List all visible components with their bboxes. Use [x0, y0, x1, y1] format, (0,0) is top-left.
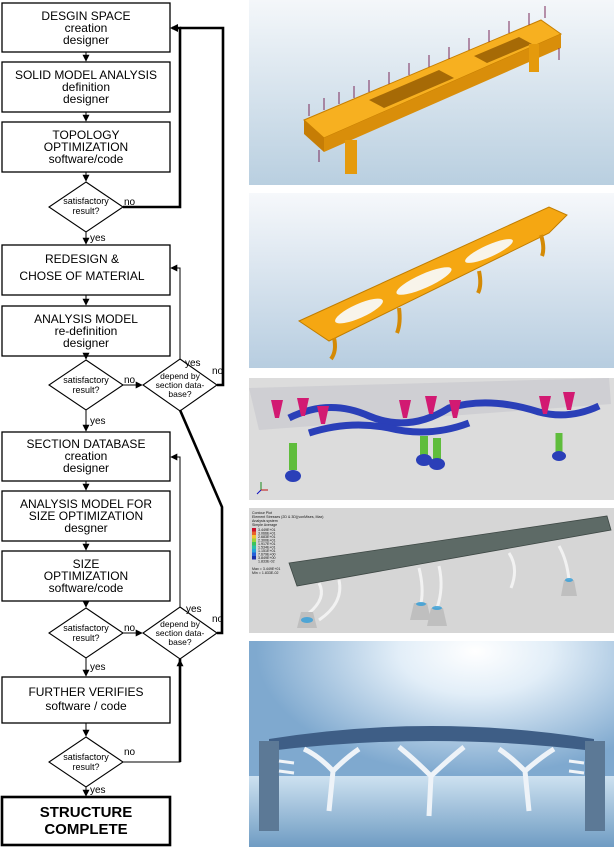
box-analysis-size-opt-l2: SIZE OPTIMIZATION — [29, 509, 143, 523]
edge-no-1: no — [124, 197, 136, 208]
legend-title: Contour Plot — [252, 511, 272, 515]
box-design-space-l3: designer — [63, 33, 109, 47]
legend-v7: 7.679E+00 — [258, 553, 276, 557]
decision-satisfactory-1-l1: satisfactory — [63, 196, 109, 206]
edge-yes-depend-1: yes — [185, 358, 201, 369]
box-analysis-model-l1: ANALYSIS MODEL — [34, 312, 138, 326]
decision-satisfactory-2-l1: satisfactory — [63, 375, 109, 385]
decision-satisfactory-3-l2: result? — [72, 633, 99, 643]
legend-sub1: Element Stresses (2D & 3D)(vonMises, Max… — [252, 515, 324, 519]
box-structure-complete — [0, 795, 172, 847]
edge-no-depend-1: no — [212, 366, 224, 377]
box-solid-model-analysis-l2: definition — [62, 80, 110, 94]
legend-v6: 1.151E+01 — [258, 549, 276, 553]
edge-no-depend-2: no — [212, 614, 224, 625]
decision-satisfactory-4-l1: satisfactory — [63, 752, 109, 762]
box-design-space-l1: DESGIN SPACE — [41, 9, 130, 23]
contour-legend: Contour Plot Element Stresses (2D & 3D)(… — [252, 511, 324, 575]
flowchart: DESGIN SPACE creation designer SOLID MOD… — [0, 2, 225, 847]
box-solid-model-analysis — [1, 61, 171, 113]
edge-yes-2: yes — [90, 416, 106, 427]
box-topology-optimization — [1, 121, 171, 173]
axis-triad-icon — [256, 482, 268, 495]
box-size-optimization — [1, 550, 171, 602]
box-further-verifies-l1: FURTHER VERIFIES — [28, 685, 143, 699]
legend-v5: 1.534E+01 — [258, 546, 276, 550]
legend-sub3: Simple Average — [252, 523, 277, 527]
decision-depend-2-l2: section data- — [156, 628, 205, 638]
legend-sub2: Analysis system — [252, 519, 278, 523]
box-design-space — [1, 2, 171, 53]
decision-satisfactory-3-l1: satisfactory — [63, 623, 109, 633]
magenta-cones — [271, 392, 575, 424]
box-topology-optimization-l1: TOPOLOGY — [52, 128, 119, 142]
legend-max: Max = 3.449E+01 — [252, 567, 280, 571]
legend-v4: 1.917E+01 — [258, 542, 276, 546]
box-design-space-l2: creation — [65, 21, 108, 35]
edge-no-4: no — [124, 747, 136, 758]
panel-rendering — [249, 641, 614, 847]
legend-v3: 2.300E+01 — [258, 539, 276, 543]
box-analysis-size-opt — [1, 490, 171, 542]
box-analysis-size-opt-l3: desgner — [64, 521, 107, 535]
box-redesign — [1, 244, 171, 296]
legend-v8: 3.849E+00 — [258, 556, 276, 560]
box-analysis-model-l2: re-definition — [55, 324, 118, 338]
tree-supports — [285, 433, 566, 482]
box-analysis-model-l3: designer — [63, 336, 109, 350]
grey-roof-slab — [288, 515, 612, 587]
box-analysis-size-opt-l1: ANALYSIS MODEL FOR — [20, 497, 152, 511]
decision-depend-1-l3: base? — [168, 389, 191, 399]
legend-v2: 2.683E+01 — [258, 535, 276, 539]
decision-satisfactory-2-l2: result? — [72, 385, 99, 395]
edge-no-3: no — [124, 623, 136, 634]
box-size-optimization-l3: software/code — [49, 581, 124, 595]
edge-yes-1: yes — [90, 233, 106, 244]
edge-yes-4: yes — [90, 785, 106, 796]
decision-depend-2-l1: depend by — [160, 619, 200, 629]
blue-network — [287, 399, 601, 437]
box-structure-complete-l1: STRUCTURE — [40, 804, 133, 821]
decision-depend-2-l3: base? — [168, 637, 191, 647]
box-structure-complete-l2: COMPLETE — [44, 821, 127, 838]
box-solid-model-analysis-l3: designer — [63, 92, 109, 106]
box-further-verifies-l2: software / code — [45, 699, 127, 713]
box-redesign-l1: REDESIGN & — [45, 252, 119, 266]
edge-yes-3: yes — [90, 662, 106, 673]
box-section-database-l3: designer — [63, 461, 109, 475]
box-redesign-l2: CHOSE OF MATERIAL — [19, 269, 144, 283]
decision-depend-1-l1: depend by — [160, 371, 200, 381]
box-analysis-model — [1, 305, 171, 357]
legend-v1: 3.066E+01 — [258, 532, 276, 536]
panel-topology-result — [249, 193, 614, 368]
panel-design-space — [249, 0, 614, 185]
decision-satisfactory-1-l2: result? — [72, 206, 99, 216]
legend-min: Min = 1.833E-02 — [252, 571, 278, 575]
box-section-database-l1: SECTION DATABASE — [27, 437, 146, 451]
canopy-roof — [269, 726, 594, 751]
box-section-database-l2: creation — [65, 449, 108, 463]
panel-stress-contour: Contour Plot Element Stresses (2D & 3D)(… — [249, 508, 614, 633]
orange-topology-shape — [297, 206, 568, 361]
decision-depend-1-l2: section data- — [156, 380, 205, 390]
grey-tree-branches — [308, 545, 571, 622]
load-arrows — [308, 6, 560, 162]
box-size-optimization-l2: OPTIMIZATION — [44, 569, 128, 583]
panel-colored-supports — [249, 378, 614, 500]
white-tree-structure — [302, 745, 556, 817]
legend-v0: 3.449E+01 — [258, 528, 276, 532]
orange-design-block — [303, 19, 563, 174]
box-section-database — [1, 431, 171, 482]
box-solid-model-analysis-l1: SOLID MODEL ANALYSIS — [15, 68, 157, 82]
decision-satisfactory-4-l2: result? — [72, 762, 99, 772]
box-topology-optimization-l3: software/code — [49, 152, 124, 166]
box-size-optimization-l1: SIZE — [73, 557, 100, 571]
box-topology-optimization-l2: OPTIMIZATION — [44, 140, 128, 154]
edge-no-2: no — [124, 375, 136, 386]
edge-yes-depend-2: yes — [186, 604, 202, 615]
legend-v9: 1.833E-02 — [258, 560, 275, 564]
